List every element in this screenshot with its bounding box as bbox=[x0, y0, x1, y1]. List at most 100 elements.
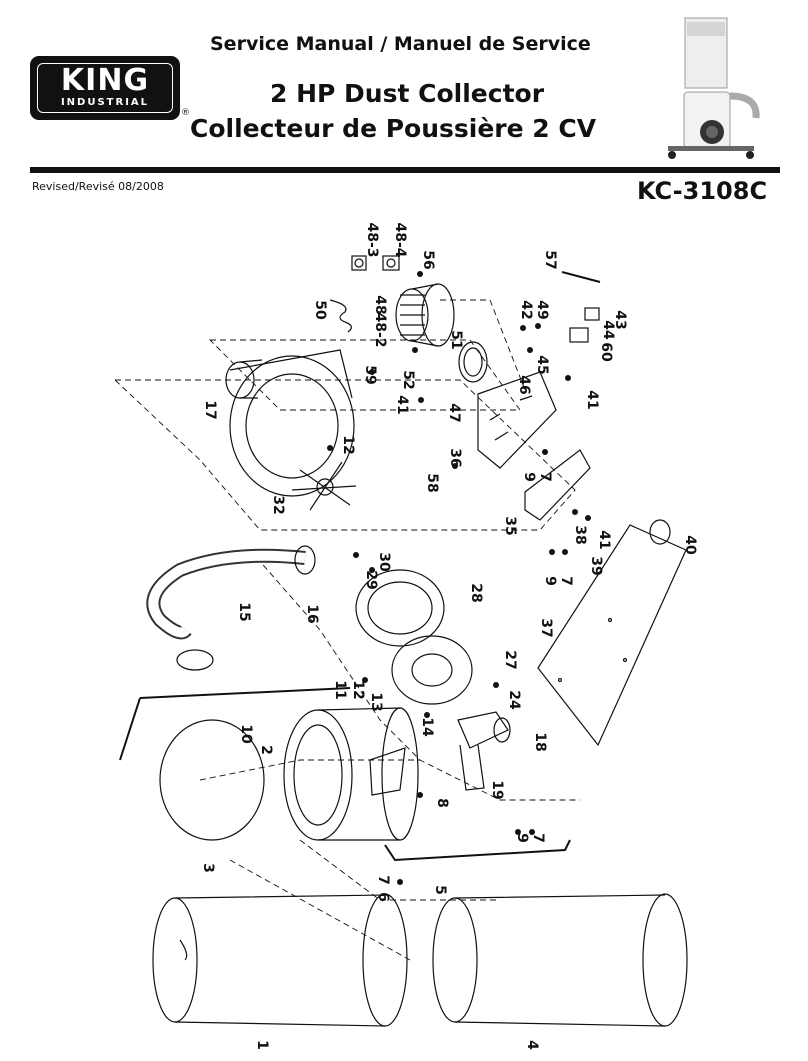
part-18-duct bbox=[457, 711, 509, 749]
part-label: 48-2 bbox=[372, 312, 388, 347]
part-label: 6 bbox=[375, 892, 391, 902]
diagram-artwork bbox=[113, 255, 688, 1027]
part-3-ring bbox=[159, 719, 265, 841]
part-label: 15 bbox=[236, 602, 252, 621]
part-label: 48-4 bbox=[392, 222, 408, 257]
part-35-bracket bbox=[524, 449, 591, 521]
hardware-fasteners bbox=[327, 271, 591, 885]
part-10-bar bbox=[119, 687, 351, 761]
part-17-blower-housing bbox=[225, 349, 355, 497]
logo-wordmark: KING bbox=[60, 63, 150, 98]
part-36-motor-plate bbox=[477, 371, 557, 469]
part-label: 44 bbox=[600, 320, 616, 340]
part-label: 2 bbox=[258, 745, 274, 755]
part-27-inlet bbox=[391, 635, 473, 705]
part-4-collection-bag bbox=[432, 893, 688, 1027]
part-60-switch bbox=[569, 327, 589, 343]
part-label: 35 bbox=[502, 516, 518, 535]
motor-48 bbox=[395, 283, 455, 347]
part-label: 29 bbox=[363, 570, 379, 589]
part-19-duct bbox=[459, 744, 485, 791]
part-label: 12 bbox=[340, 435, 356, 454]
part-label: 14 bbox=[419, 717, 435, 737]
part-label: 11 bbox=[332, 680, 348, 699]
part-label: 57 bbox=[542, 250, 558, 269]
part-label: 43 bbox=[612, 310, 628, 329]
part-label: 16 bbox=[304, 604, 320, 623]
part-37-base-panel bbox=[537, 524, 687, 747]
part-label: 13 bbox=[368, 692, 384, 711]
part-label: 41 bbox=[584, 390, 600, 409]
part-label: 39 bbox=[588, 556, 604, 575]
revision-date: Revised/Revisé 08/2008 bbox=[32, 180, 164, 193]
part-label: 9 bbox=[514, 833, 530, 843]
part-1-filter-bag bbox=[152, 893, 408, 1027]
part-label: 45 bbox=[534, 355, 550, 374]
part-label: 5 bbox=[432, 885, 448, 895]
part-label: 19 bbox=[489, 780, 505, 799]
part-label: 49 bbox=[534, 300, 550, 319]
part-label: 7 bbox=[537, 472, 553, 482]
king-logo: KING INDUSTRIAL bbox=[30, 56, 180, 120]
part-label: 17 bbox=[202, 400, 218, 419]
part-label: 58 bbox=[424, 473, 440, 492]
title-english: 2 HP Dust Collector bbox=[270, 79, 545, 108]
part-label: 10 bbox=[238, 724, 254, 744]
header-rule bbox=[30, 167, 780, 173]
part-label: 47 bbox=[446, 403, 462, 422]
part-label: 3 bbox=[200, 863, 216, 873]
model-number: KC-3108C bbox=[637, 177, 768, 205]
part-48-3 bbox=[351, 255, 367, 271]
part-label: 9 bbox=[542, 576, 558, 586]
part-40-caster bbox=[649, 519, 671, 545]
logo-subtext: INDUSTRIAL bbox=[60, 97, 150, 108]
part-label: 37 bbox=[538, 618, 554, 637]
part-label: 40 bbox=[682, 535, 698, 555]
part-57-rod bbox=[561, 271, 601, 283]
part-label: 18 bbox=[532, 732, 548, 751]
part-2-collector-body bbox=[283, 707, 419, 841]
part-50-cord bbox=[329, 299, 352, 333]
part-label: 41 bbox=[394, 395, 410, 414]
part-label: 41 bbox=[596, 530, 612, 549]
title-french: Collecteur de Poussière 2 CV bbox=[190, 114, 597, 143]
part-28-plate bbox=[355, 569, 445, 647]
part-label: 60 bbox=[598, 342, 614, 362]
part-label: 50 bbox=[312, 300, 328, 320]
part-label: 46 bbox=[516, 375, 532, 394]
part-label: 4 bbox=[524, 1040, 540, 1050]
part-32-impeller bbox=[291, 461, 357, 511]
part-label: 9 bbox=[521, 472, 537, 482]
part-label: 48 bbox=[372, 295, 388, 314]
part-label: 12 bbox=[350, 680, 366, 699]
part-label: 1 bbox=[254, 1040, 270, 1050]
part-label: 51 bbox=[448, 330, 464, 349]
part-label: 56 bbox=[420, 250, 436, 269]
part-label: 36 bbox=[447, 448, 463, 467]
part-label: 48-3 bbox=[364, 222, 380, 257]
product-photo bbox=[668, 17, 760, 159]
part-label: 7 bbox=[530, 833, 546, 843]
part-48-4 bbox=[382, 255, 400, 271]
part-5-bar bbox=[384, 839, 571, 862]
part-label: 7 bbox=[375, 875, 391, 885]
registered-mark: ® bbox=[181, 108, 190, 118]
part-label: 7 bbox=[558, 576, 574, 586]
part-label: 42 bbox=[518, 300, 534, 319]
part-label: 24 bbox=[506, 690, 522, 710]
part-47-ring bbox=[458, 341, 488, 383]
service-manual-heading: Service Manual / Manuel de Service bbox=[210, 33, 591, 55]
part-label: 52 bbox=[400, 370, 416, 389]
part-label: 30 bbox=[376, 552, 392, 572]
assembly-lines bbox=[113, 299, 580, 961]
part-44-switch bbox=[584, 307, 600, 321]
part-label: 28 bbox=[468, 583, 484, 602]
part-label: 59 bbox=[362, 365, 378, 384]
exploded-parts-diagram: 48-348-4565748504249434448-2516059524546… bbox=[113, 222, 698, 1050]
part-label: 8 bbox=[434, 798, 450, 808]
part-label: 38 bbox=[572, 525, 588, 544]
part-label: 27 bbox=[502, 650, 518, 669]
part-label: 32 bbox=[270, 495, 286, 514]
part-16-clamp bbox=[294, 545, 316, 575]
